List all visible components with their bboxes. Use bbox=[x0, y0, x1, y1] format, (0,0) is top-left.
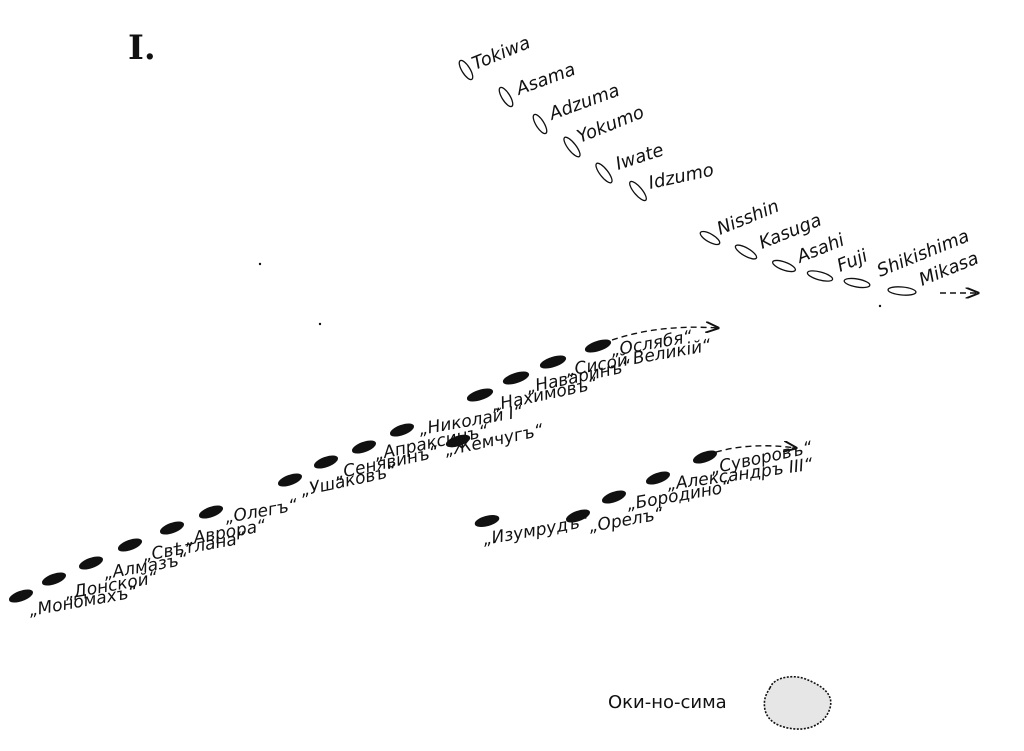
ship-yokumo bbox=[563, 136, 581, 158]
ship-mikasa bbox=[887, 286, 917, 296]
ship-idzumo bbox=[629, 180, 647, 202]
island-label: Оки-но-сима bbox=[608, 692, 727, 713]
label-iwate: Iwate bbox=[613, 140, 666, 175]
ship-апраксинъ bbox=[351, 440, 377, 454]
ship-asama bbox=[498, 86, 514, 108]
ship-суворовъ bbox=[692, 450, 718, 464]
ink-dot bbox=[878, 304, 882, 308]
ship-николай-i bbox=[389, 423, 415, 437]
label-орелъ: „Орелъ“ bbox=[587, 504, 665, 537]
ship-нахимовъ bbox=[466, 388, 494, 402]
ship-kasuga bbox=[734, 244, 758, 260]
ship-ушаковъ bbox=[277, 473, 303, 487]
ship-ослябя bbox=[584, 339, 612, 353]
russian-line-course-arrow bbox=[611, 327, 718, 341]
ship-iwate bbox=[595, 162, 613, 184]
ship-сенявинъ bbox=[313, 455, 339, 469]
ship-донской bbox=[41, 572, 67, 586]
label-tokiwa: Tokiwa bbox=[469, 32, 533, 74]
ship-аврора bbox=[159, 521, 185, 535]
ship-бородино bbox=[601, 490, 627, 504]
ship-asahi bbox=[771, 259, 797, 273]
ship-сисой-великій bbox=[539, 355, 567, 369]
label-idzumo: Idzumo bbox=[647, 160, 716, 194]
ship-изумрудъ bbox=[474, 515, 500, 527]
ship-орелъ bbox=[565, 509, 591, 523]
russian-lead-course-arrow bbox=[715, 446, 796, 452]
ship-мономахъ bbox=[8, 589, 34, 603]
ship-наваринъ bbox=[502, 371, 530, 385]
label-asama: Asama bbox=[513, 59, 579, 100]
ship-олегъ bbox=[198, 505, 224, 519]
ship-александръ-iii bbox=[645, 471, 671, 485]
ship-свѣтлана bbox=[117, 538, 143, 552]
ship-shikishima bbox=[843, 277, 871, 289]
island-oki-no-sima bbox=[763, 675, 832, 730]
ship-adzuma bbox=[532, 113, 548, 135]
ship-tokiwa bbox=[458, 59, 474, 81]
ink-dot bbox=[318, 322, 322, 326]
figure-title: I. bbox=[128, 28, 156, 68]
ship-алмазъ bbox=[78, 556, 104, 570]
ship-nisshin bbox=[699, 230, 721, 246]
ship-fuji bbox=[806, 270, 834, 282]
ink-dot bbox=[258, 262, 262, 266]
ship-жемчугъ bbox=[445, 434, 471, 448]
